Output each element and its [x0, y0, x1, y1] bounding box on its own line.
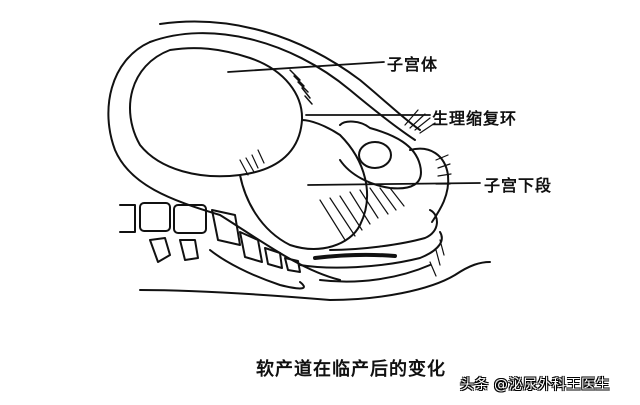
source-watermark: 头条 @泌尿外科王医生 — [460, 377, 610, 393]
leader-line-uterine-body — [227, 61, 385, 73]
vertebra — [239, 231, 263, 263]
label-physiological-retraction-ring: 生理缩复环 — [432, 109, 518, 128]
lower-segment-cavity — [239, 119, 368, 250]
label-lower-uterine-segment: 子宫下段 — [484, 176, 553, 195]
abdominal-wall-line — [159, 20, 421, 131]
pubic-bone — [358, 141, 392, 169]
diagram-caption: 软产道在临产后的变化 — [256, 359, 446, 380]
uterine-outer-wall — [107, 41, 341, 281]
vertebra — [139, 202, 171, 232]
vertebra — [211, 209, 241, 246]
label-uterine-body: 子宫体 — [387, 55, 439, 74]
perineum-line — [139, 261, 491, 301]
vertebra — [173, 204, 207, 234]
leader-line-lower-segment — [307, 182, 481, 186]
vertebra — [264, 247, 283, 269]
vertebra — [284, 257, 301, 273]
uterine-body-cavity — [129, 47, 304, 178]
